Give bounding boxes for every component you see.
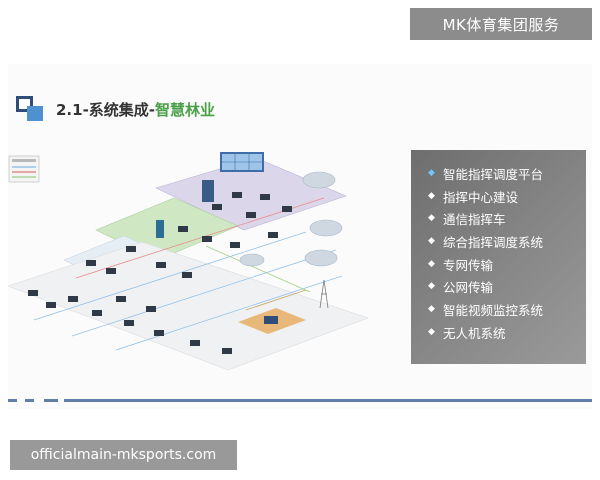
list-item: ◆ 通信指挥车: [428, 207, 586, 230]
list-item-label: 通信指挥车: [443, 212, 506, 228]
list-item: ◆ 综合指挥调度系统: [428, 230, 586, 253]
list-item: ◆ 公网传输: [428, 275, 586, 298]
network-topology-diagram: [7, 152, 369, 370]
diamond-icon: ◆: [428, 235, 435, 246]
slide-title: 2.1-系统集成- 智慧林业: [16, 96, 215, 122]
list-item: ◆ 智能视频监控系统: [428, 298, 586, 321]
topology-platforms: [7, 157, 369, 370]
list-item-label: 无人机系统: [443, 325, 506, 341]
list-item-label: 专网传输: [443, 257, 494, 273]
slide-divider: [8, 399, 592, 402]
equipment-nodes: [28, 192, 292, 354]
cloud-icon: [239, 171, 343, 267]
list-item-label: 智能视频监控系统: [443, 302, 544, 318]
feature-list-panel: ◆ 智能指挥调度平台 ◆ 指挥中心建设 ◆ 通信指挥车 ◆ 综合指挥调度系统 ◆…: [411, 150, 586, 364]
topology-links: [33, 197, 343, 351]
watermark-url: officialmain-mksports.com: [10, 440, 237, 470]
brand-badge: MK体育集团服务: [410, 8, 592, 40]
server-rack: [156, 220, 164, 238]
title-accent: 智慧林业: [155, 100, 216, 119]
list-item-label: 指挥中心建设: [443, 189, 519, 205]
list-item: ◆ 无人机系统: [428, 321, 586, 344]
diamond-icon: ◆: [428, 326, 435, 337]
diamond-icon: ◆: [428, 303, 435, 314]
overlapping-squares-icon: [16, 96, 44, 122]
diamond-icon: ◆: [428, 258, 435, 269]
field-station-icon: [238, 308, 306, 334]
legend-box-icon: [8, 155, 40, 183]
server-rack: [202, 180, 214, 202]
diamond-icon: ◆: [428, 190, 435, 201]
antenna-tower-icon: [319, 279, 329, 309]
diamond-icon: ◆: [428, 167, 435, 178]
list-item: ◆ 专网传输: [428, 253, 586, 276]
diamond-icon: ◆: [428, 213, 435, 224]
title-prefix: 2.1-系统集成-: [56, 100, 156, 119]
list-item: ◆ 指挥中心建设: [428, 185, 586, 208]
diamond-icon: ◆: [428, 281, 435, 292]
list-item-label: 综合指挥调度系统: [443, 234, 544, 250]
list-item-label: 公网传输: [443, 280, 494, 296]
video-wall: [220, 152, 264, 172]
list-item-label: 智能指挥调度平台: [443, 166, 544, 182]
list-item: ◆ 智能指挥调度平台: [428, 162, 586, 185]
